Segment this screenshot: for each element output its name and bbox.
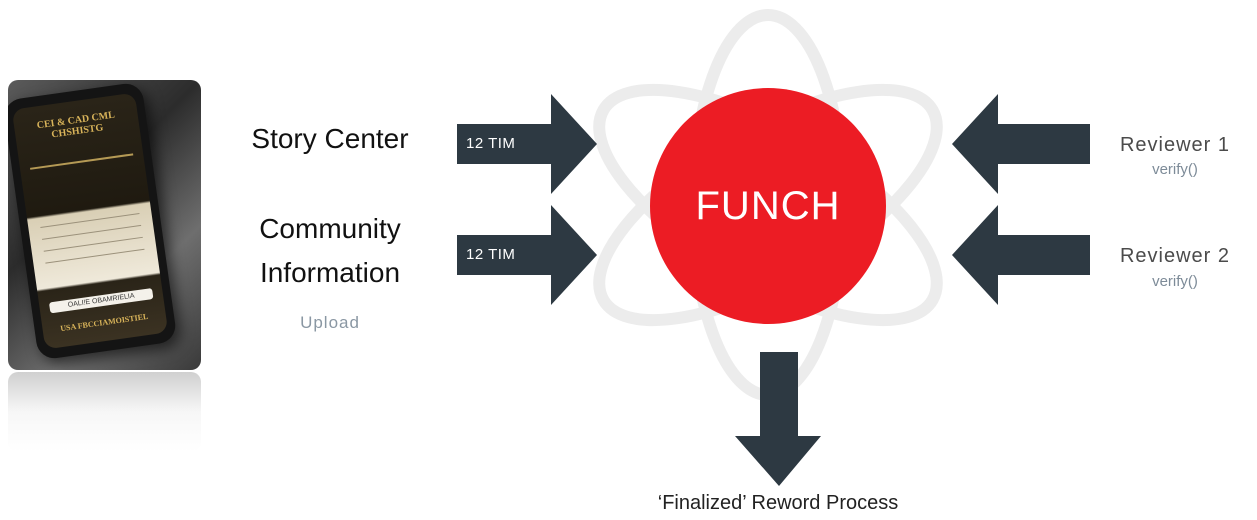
community-label-line1: Community (259, 213, 401, 244)
reviewer-1-label: Reviewer 1 (1119, 134, 1231, 156)
story-center-label: Story Center (251, 123, 409, 154)
funch-label: FUNCH (695, 183, 841, 228)
finalized-process-label: ‘Finalized’ Reword Process (657, 492, 899, 514)
community-label-line2: Information (259, 257, 401, 288)
arrow-right-bottom (457, 205, 597, 305)
funch-circle: FUNCH (650, 88, 886, 324)
arrow-bottom-label: 12 TIM (466, 246, 516, 263)
arrow-left-bottom (952, 205, 1090, 305)
arrow-left-top (952, 94, 1090, 194)
upload-label: Upload (300, 313, 360, 332)
phone-photo: CEI & CAD CML CHSHISTG OALI!E OBAMRIELIA… (8, 80, 201, 370)
arrow-top-label: 12 TIM (466, 135, 516, 152)
arrow-right-top (457, 94, 597, 194)
phone-reflection (8, 372, 201, 452)
reviewer-1-action: verify() (1152, 161, 1198, 178)
reviewer-2-label: Reviewer 2 (1119, 245, 1231, 267)
arrow-down (735, 352, 821, 486)
reviewer-2-action: verify() (1152, 273, 1198, 290)
